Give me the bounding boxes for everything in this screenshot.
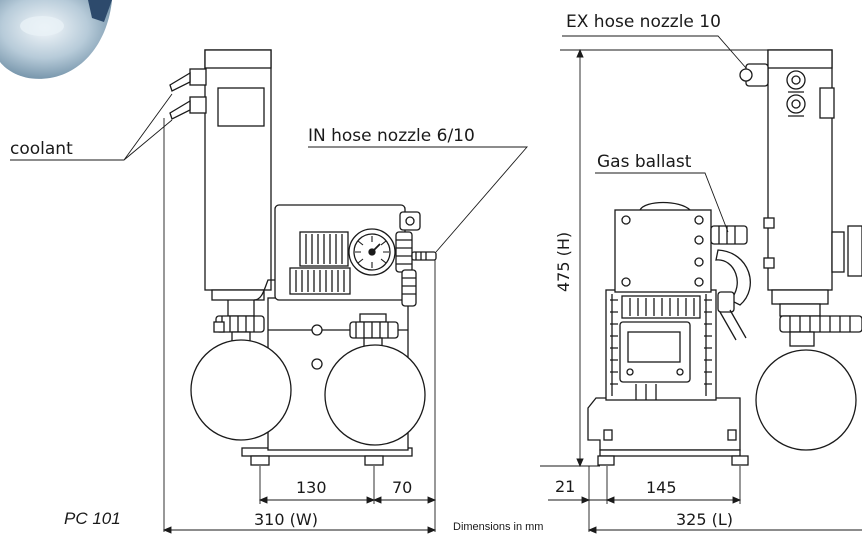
side-flask: [755, 349, 857, 451]
side-gas-ballast-valve: [710, 225, 748, 245]
front-view-pump: [169, 49, 437, 466]
front-flask-left: [190, 339, 292, 441]
dimension-475-h: 475 (H): [554, 231, 573, 292]
leader-ex-hose: [562, 35, 747, 69]
leader-lines: [10, 35, 747, 253]
front-clamp-right: [349, 321, 399, 339]
leader-gas-ballast: [595, 172, 729, 233]
front-in-nozzle: [411, 251, 437, 261]
front-condenser-column: [204, 49, 272, 291]
dimension-310-w: 310 (W): [254, 510, 318, 529]
front-coolant-nozzle-top: [189, 68, 207, 86]
front-foot-left: [250, 455, 270, 466]
model-name: PC 101: [64, 509, 121, 528]
front-cooling-fins: [295, 270, 345, 292]
product-photo-fragment: [0, 0, 112, 79]
side-view-pump: [587, 49, 862, 466]
front-screw-1: [311, 324, 323, 336]
label-in-hose-nozzle: IN hose nozzle 6/10: [308, 126, 475, 146]
leader-in-hose: [308, 146, 528, 253]
dimension-21: 21: [555, 477, 576, 496]
dimension-70: 70: [392, 478, 413, 497]
front-flask-right: [324, 344, 426, 446]
front-coolant-nozzle-bottom: [189, 96, 207, 114]
side-base: [587, 397, 741, 451]
label-gas-ballast: Gas ballast: [597, 152, 692, 172]
front-foot-right: [364, 455, 384, 466]
side-foot-right: [731, 455, 749, 466]
side-head-box: [614, 209, 712, 293]
dimension-145: 145: [646, 478, 677, 497]
units-note: Dimensions in mm: [453, 521, 544, 533]
dimension-325-l: 325 (L): [676, 510, 734, 529]
dimension-lines: [162, 48, 862, 534]
label-coolant: coolant: [10, 139, 73, 159]
label-ex-hose-nozzle: EX hose nozzle 10: [566, 12, 721, 32]
front-screw-2: [311, 358, 323, 370]
leader-coolant: [10, 93, 173, 161]
dimension-130: 130: [296, 478, 327, 497]
side-foot-left: [597, 455, 615, 466]
